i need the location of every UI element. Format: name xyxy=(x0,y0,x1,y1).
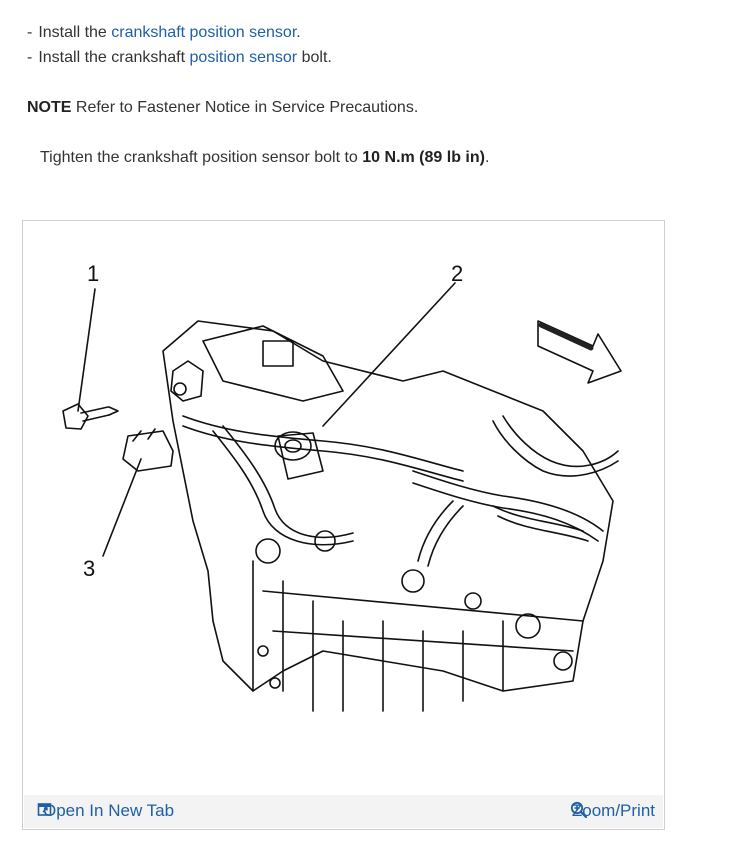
fastener-note: NOTE Refer to Fastener Notice in Service… xyxy=(27,98,418,118)
instruction-step-2: -Install the crankshaft position sensor … xyxy=(27,48,332,68)
crankshaft-sensor-illustration: 1 2 3 xyxy=(62,261,622,712)
step-text: Install the xyxy=(38,24,112,41)
note-text: Refer to Fastener Notice in Service Prec… xyxy=(71,99,419,116)
crankshaft-position-sensor-link[interactable]: crankshaft position sensor xyxy=(111,24,297,41)
torque-instruction: Tighten the crankshaft position sensor b… xyxy=(40,148,489,168)
callout-3: 3 xyxy=(83,556,95,581)
torque-text: Tighten the crankshaft position sensor b… xyxy=(40,149,363,166)
step-text-end: bolt. xyxy=(297,49,332,66)
note-label: NOTE xyxy=(27,99,72,116)
callout-2: 2 xyxy=(451,261,463,286)
step-dash: - xyxy=(27,24,33,41)
step-dash: - xyxy=(27,49,33,66)
torque-value: 10 N.m (89 lb in) xyxy=(362,149,485,166)
torque-text-end: . xyxy=(484,149,490,166)
figure-footer: Open In New Tab Zoom/Print xyxy=(24,795,663,828)
zoom-print-link[interactable]: Zoom/Print xyxy=(570,801,655,821)
position-sensor-link[interactable]: position sensor xyxy=(189,49,298,66)
callout-1: 1 xyxy=(87,261,99,286)
open-in-new-tab-link[interactable]: Open In New Tab xyxy=(37,801,174,821)
zoom-print-label: Zoom/Print xyxy=(571,801,655,820)
step-text: Install the crankshaft xyxy=(38,49,190,66)
engine-figure: 1 2 3 Open In New Tab xyxy=(22,220,665,830)
instruction-step-1: -Install the crankshaft position sensor. xyxy=(27,23,301,43)
open-in-new-tab-label: Open In New Tab xyxy=(43,801,175,820)
step-text-end: . xyxy=(296,24,301,41)
